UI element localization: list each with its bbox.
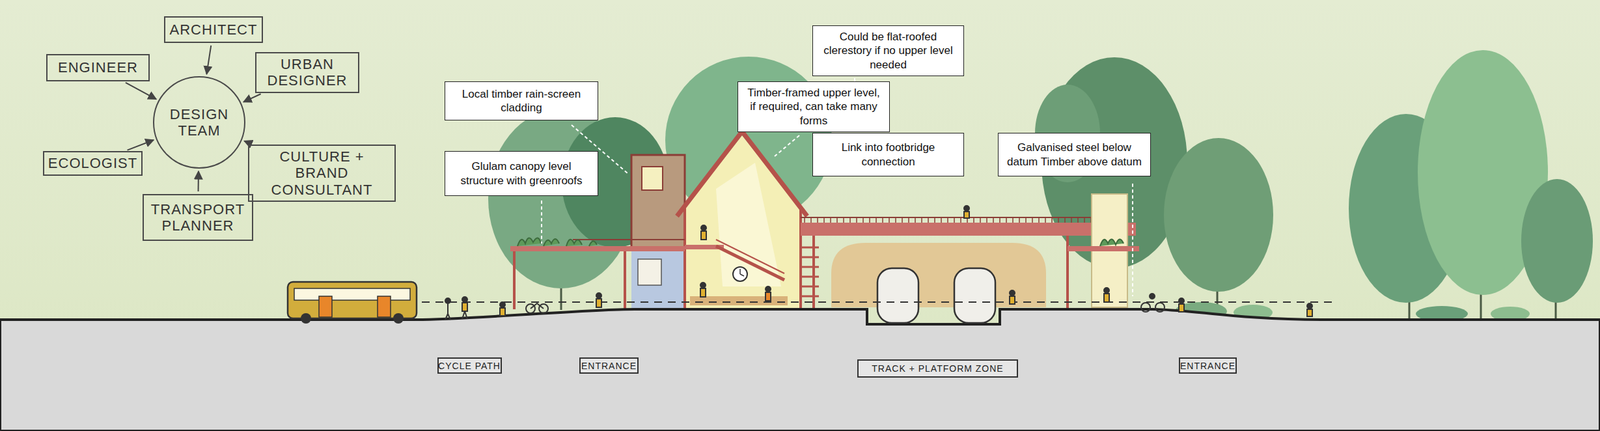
ground-label: ENTRANCE [579,357,639,374]
node-text: CULTURE + BRAND CONSULTANT [254,148,390,198]
node-text: CYCLE PATH [438,360,501,372]
node-text: ARCHITECT [169,21,258,38]
team-arrow [127,139,154,151]
node-text: Galvanised steel below datum Timber abov… [1004,140,1145,169]
node-text: Could be flat-roofed clerestory if no up… [818,29,958,72]
node-text: ECOLOGIST [48,154,138,172]
team-arrow [243,93,262,102]
team-box: URBAN DESIGNER [255,52,360,94]
node-text: URBAN DESIGNER [261,55,353,90]
ground [0,309,1600,431]
leader-lines [541,78,1133,297]
team-box: TRANSPORT PLANNER [142,193,254,241]
team-arrow [244,141,250,144]
callout-box: Galvanised steel below datum Timber abov… [997,132,1151,177]
node-text: Glulam canopy level structure with green… [451,159,592,188]
ground-label: CYCLE PATH [437,357,502,374]
train [877,268,919,323]
node-text: TRANSPORT PLANNER [149,201,247,235]
callout-box: Timber-framed upper level, if required, … [737,81,890,133]
bus [287,281,417,324]
team-arrow [197,171,200,192]
team-arrow [206,45,211,75]
team-arrow [125,82,157,99]
team-box: ENGINEER [46,54,150,82]
train [954,268,996,323]
node-text: Timber-framed upper level, if required, … [744,85,884,128]
team-box: CULTURE + BRAND CONSULTANT [248,144,396,202]
people [445,205,1313,320]
team-circle: DESIGN TEAM [152,76,246,169]
callout-box: Glulam canopy level structure with green… [444,151,599,196]
ground-label: ENTRANCE [1178,357,1237,374]
datum-line [408,301,1337,303]
node-text: ENTRANCE [1180,360,1236,372]
callout-box: Link into footbridge connection [812,132,965,177]
trees [488,50,1593,322]
node-text: ENGINEER [57,59,138,76]
node-text: DESIGN TEAM [160,106,238,140]
node-text: TRACK + PLATFORM ZONE [871,363,1004,374]
node-text: ENTRANCE [581,360,637,372]
ground-label: TRACK + PLATFORM ZONE [857,359,1019,378]
team-box: ECOLOGIST [42,151,143,176]
node-text: Local timber rain-screen cladding [451,87,592,116]
team-box: ARCHITECT [164,16,263,43]
callout-box: Local timber rain-screen cladding [444,81,599,121]
callout-box: Could be flat-roofed clerestory if no up… [812,25,965,77]
node-text: Link into footbridge connection [818,140,958,169]
track-zone [831,242,1047,308]
